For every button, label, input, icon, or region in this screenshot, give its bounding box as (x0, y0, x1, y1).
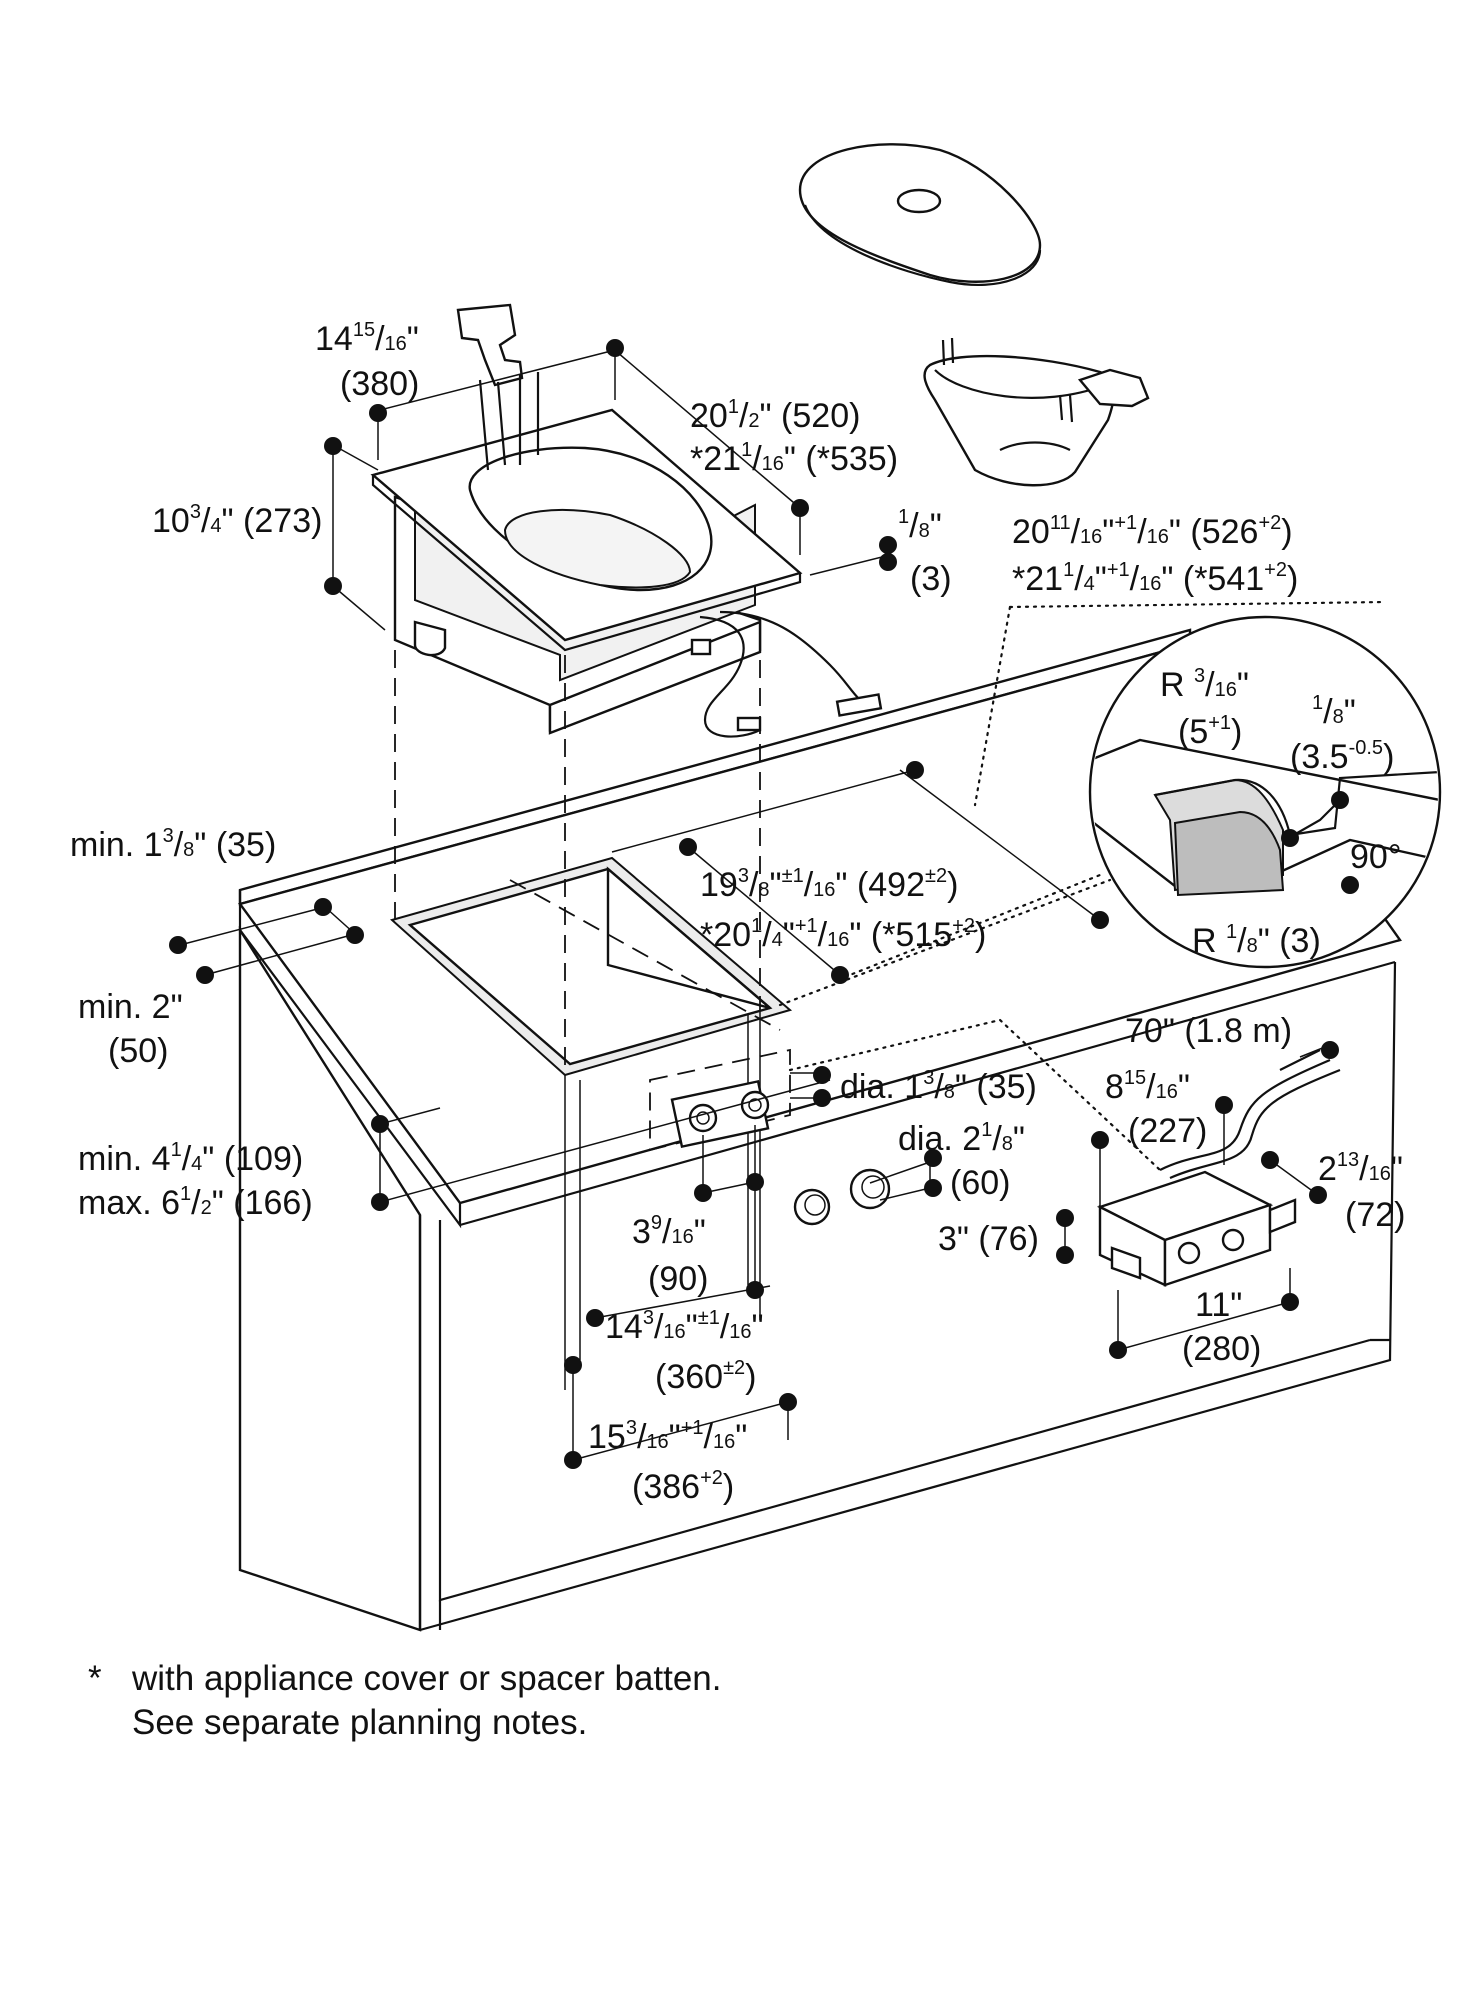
dimension-lines (179, 349, 1326, 1461)
label-box-h3: 3" (76) (938, 1220, 1039, 1258)
label-knob-spacing-line1: 39/16" (632, 1212, 706, 1251)
label-angle: 90° (1350, 838, 1401, 876)
label-box-height-line2: (227) (1128, 1112, 1207, 1150)
label-edge-thickness-line2: (3) (910, 560, 952, 598)
label-cord-length: 70" (1.8 m) (1125, 1012, 1292, 1050)
dimension-labels: 1415/16" (380) 201/2" (520) *211/16" (*5… (70, 319, 1405, 1506)
label-lip-depth-line2: (3.5-0.5) (1290, 737, 1394, 776)
label-min-back: min. 13/8" (35) (70, 825, 276, 864)
edge-detail-circle (1088, 615, 1442, 969)
label-outer-width-line2: (386+2) (632, 1467, 734, 1506)
label-box-depth-line1: 213/16" (1318, 1149, 1403, 1188)
label-height-appliance: 103/4" (273) (152, 501, 322, 540)
label-basket-width-line1: 1415/16" (315, 319, 419, 358)
fryer-lid (798, 143, 1042, 286)
footnote: * with appliance cover or spacer batten.… (88, 1659, 722, 1742)
label-basket-width-line2: (380) (340, 365, 419, 403)
label-box-height-line1: 815/16" (1105, 1067, 1190, 1106)
label-inner-width-line2: (360±2) (655, 1357, 757, 1396)
label-knob-spacing-line2: (90) (648, 1260, 708, 1298)
knob-bracket (649, 1048, 791, 1152)
callout-dotted-lines (778, 600, 1387, 1172)
label-min-front-line2: (50) (108, 1032, 168, 1070)
label-depth-top-line1: 201/2" (520) (690, 396, 860, 435)
dimension-markers (169, 339, 1359, 1469)
label-knob-height-line1: min. 41/4" (109) (78, 1139, 303, 1178)
label-box-depth-line2: (72) (1345, 1196, 1405, 1234)
fryer-appliance (370, 303, 883, 738)
label-cutout-depth-line2: *211/4"+1/16" (*541+2) (1012, 559, 1298, 598)
label-inner-width-line1: 143/16"±1/16" (605, 1307, 764, 1346)
footnote-line1: with appliance cover or spacer batten. (131, 1659, 722, 1698)
label-edge-thickness-line1: 1/8" (898, 506, 942, 545)
label-radius-top-line1: R 3/16" (1160, 665, 1249, 704)
label-outer-width-line1: 153/16"+1/16" (588, 1417, 747, 1456)
label-radius-bottom: R 1/8" (3) (1192, 921, 1321, 960)
label-box-width-line1: 11" (1195, 1286, 1242, 1324)
label-knob-dia-line1: dia. 21/8" (898, 1119, 1025, 1158)
connection-box (1096, 1049, 1341, 1287)
label-knob-height-line2: max. 61/2" (166) (78, 1183, 313, 1222)
label-cutout-depth-line1: 2011/16"+1/16" (526+2) (1012, 512, 1293, 551)
label-knob-hole: dia. 13/8" (35) (840, 1067, 1037, 1106)
label-depth-top-line2: *211/16" (*535) (690, 439, 898, 478)
label-lip-depth-line1: 1/8" (1312, 692, 1356, 731)
fryer-basket (923, 337, 1150, 487)
label-min-front-line1: min. 2" (78, 988, 183, 1026)
control-knobs (793, 1168, 891, 1226)
label-cutout-width-line1: 193/8"±1/16" (492±2) (700, 865, 958, 904)
projection-lines (394, 650, 761, 1390)
label-box-width-line2: (280) (1182, 1330, 1261, 1368)
label-knob-dia-line2: (60) (950, 1164, 1010, 1202)
label-cutout-width-line2: *201/4"+1/16" (*515+2) (700, 915, 986, 954)
label-radius-top-line2: (5+1) (1178, 712, 1242, 751)
footnote-line2: See separate planning notes. (132, 1703, 587, 1742)
footnote-marker: * (88, 1659, 102, 1698)
